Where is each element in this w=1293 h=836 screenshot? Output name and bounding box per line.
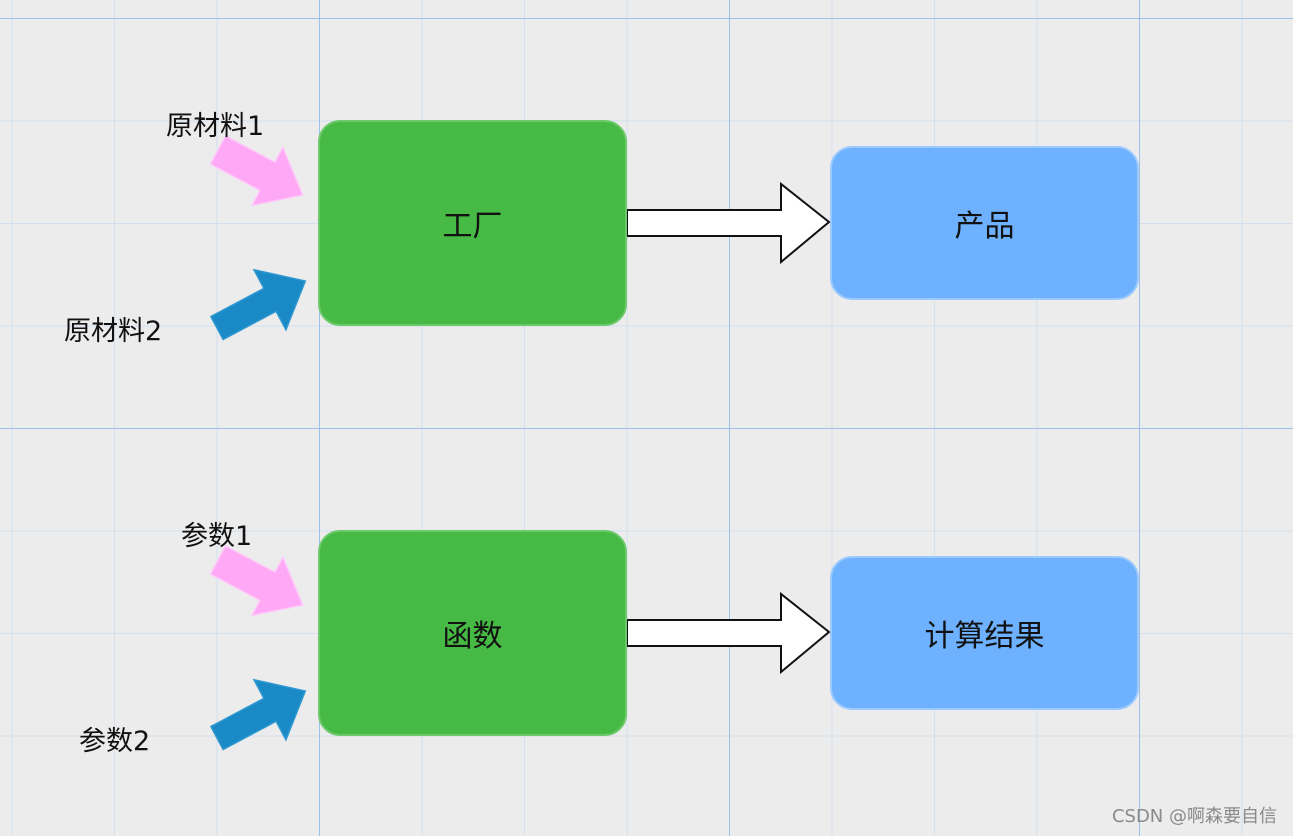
result-box-product: 产品	[830, 146, 1139, 300]
input-label-param-1: 参数1	[181, 521, 253, 552]
result-label-product: 产品	[954, 209, 1015, 244]
watermark-text: CSDN @啊森要自信	[1111, 806, 1277, 827]
result-box-calc-result: 计算结果	[830, 556, 1139, 710]
process-label-factory: 工厂	[442, 209, 503, 244]
flow-arrow-bottom	[626, 591, 831, 675]
result-label-calc-result: 计算结果	[924, 619, 1045, 654]
process-box-function: 函数	[318, 530, 627, 736]
process-box-factory: 工厂	[318, 120, 627, 326]
input-label-material-1: 原材料1	[166, 111, 265, 142]
pink-input-arrow-top	[209, 134, 304, 207]
input-label-material-2: 原材料2	[64, 316, 163, 347]
blue-input-arrow-top	[209, 268, 307, 341]
blue-input-arrow-bottom	[209, 678, 307, 751]
input-label-param-2: 参数2	[79, 726, 151, 757]
pink-input-arrow-bottom	[209, 544, 304, 617]
process-label-function: 函数	[442, 619, 503, 654]
flow-arrow-top	[626, 181, 831, 265]
